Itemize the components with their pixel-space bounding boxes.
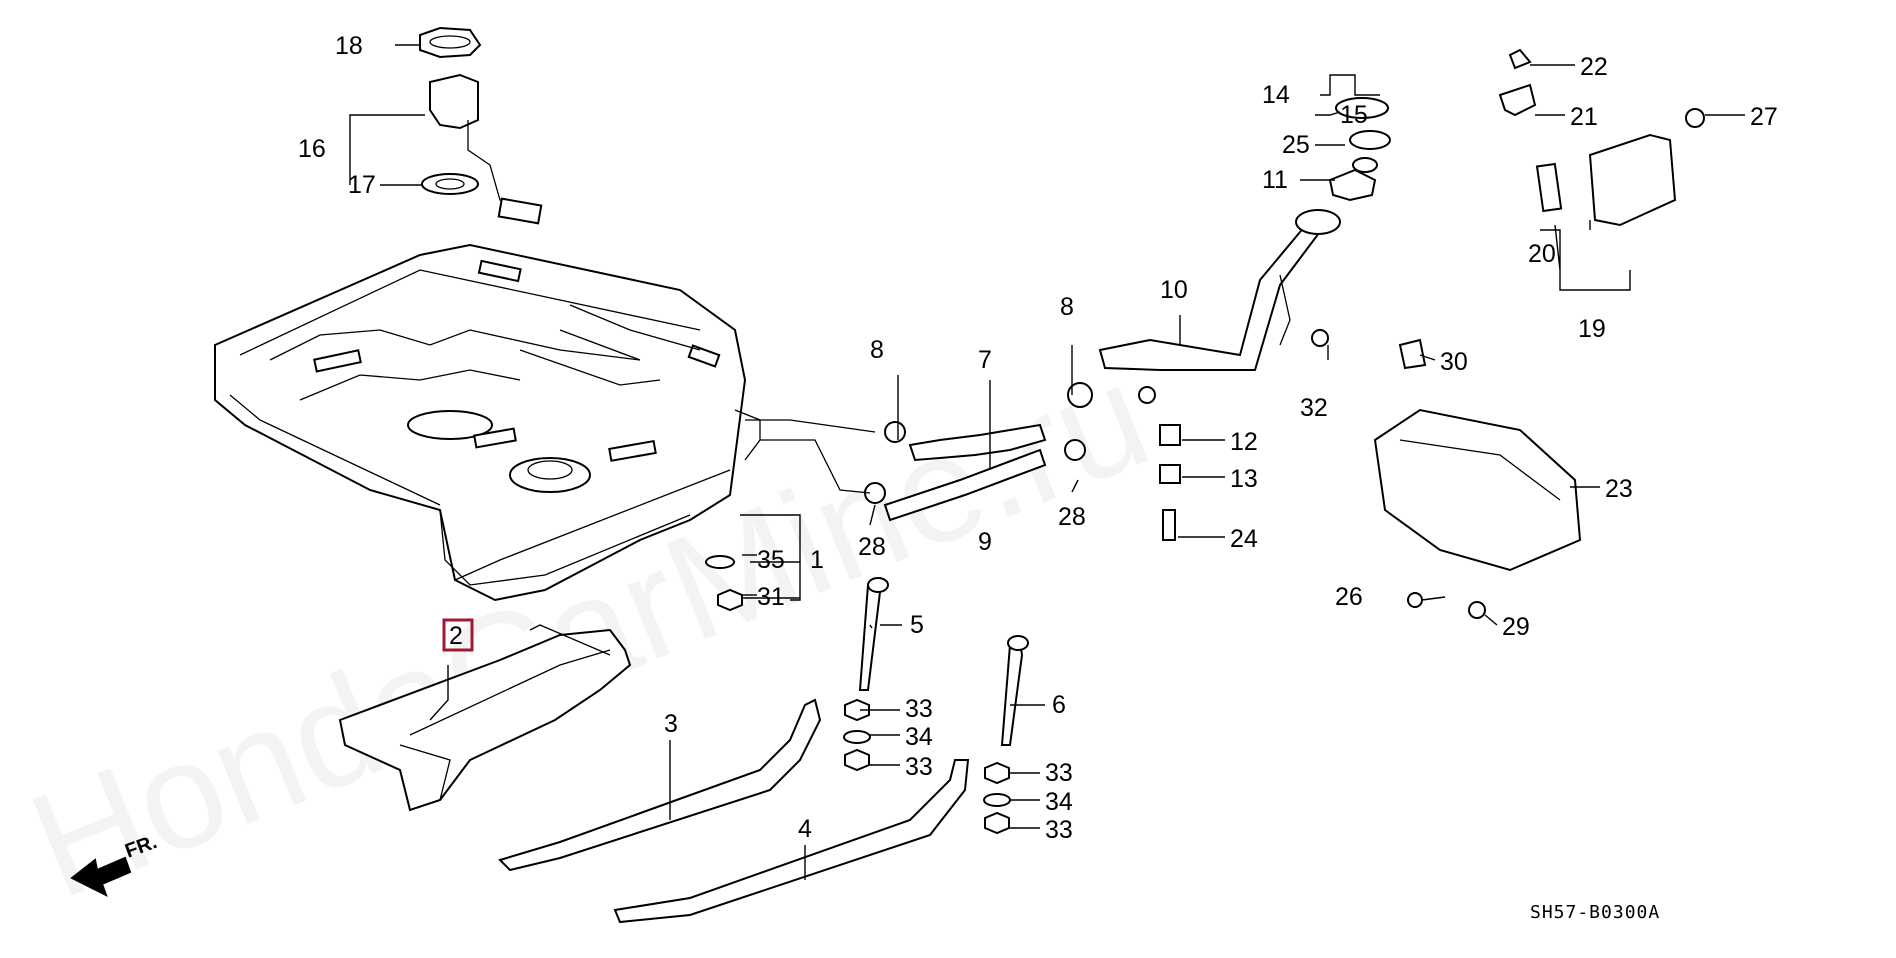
strap-bolt-6: [1000, 635, 1029, 746]
callout-33d: 33: [1045, 816, 1073, 844]
tank-strap-rear: [613, 759, 970, 924]
callout-5: 5: [910, 611, 924, 639]
callout-14: 14: [1262, 81, 1290, 109]
callout-2: 2: [449, 622, 463, 650]
heat-shield: [338, 624, 632, 812]
callout-6: 6: [1052, 691, 1066, 719]
diagram-code: SH57-B0300A: [1530, 902, 1660, 923]
callout-34b: 34: [1045, 788, 1073, 816]
callout-19: 19: [1578, 315, 1606, 343]
callout-11: 11: [1262, 166, 1288, 194]
filler-neck: [1098, 97, 1391, 404]
fuel-sender-unit: [419, 26, 543, 225]
leader-lines: [349, 44, 1745, 880]
nuts-and-washers: [705, 555, 1011, 835]
callout-18: 18: [335, 32, 363, 60]
callout-15: 15: [1340, 101, 1368, 129]
fuel-tank: [214, 243, 761, 602]
callout-16: 16: [298, 135, 326, 163]
callout-20: 20: [1528, 240, 1556, 268]
callout-29: 29: [1502, 613, 1530, 641]
tank-strap-front: [498, 698, 822, 872]
callout-30: 30: [1440, 348, 1468, 376]
callout-23: 23: [1605, 475, 1633, 503]
callout-4: 4: [798, 815, 812, 843]
callout-33b: 33: [905, 753, 933, 781]
callout-33c: 33: [1045, 759, 1073, 787]
callout-27: 27: [1750, 103, 1778, 131]
callout-9: 9: [978, 528, 992, 556]
highlight-box: [442, 618, 474, 652]
callout-26: 26: [1335, 583, 1363, 611]
callout-17: 17: [348, 171, 376, 199]
callout-24: 24: [1230, 525, 1258, 553]
callout-8a: 8: [870, 336, 884, 364]
callout-12: 12: [1230, 428, 1258, 456]
callout-8b: 8: [1060, 293, 1074, 321]
callout-32: 32: [1300, 394, 1328, 422]
callout-1: 1: [810, 546, 824, 574]
callout-28a: 28: [858, 533, 886, 561]
misc-fasteners: [1159, 329, 1582, 619]
callout-labels: 18 16 17 35 1 31 2 5 6 3 4 33 34 33 33 3…: [298, 32, 1778, 844]
callout-7: 7: [978, 346, 992, 374]
strap-bolt-5: [858, 577, 889, 691]
callout-28b: 28: [1058, 503, 1086, 531]
callout-3: 3: [664, 710, 678, 738]
callout-21: 21: [1570, 103, 1598, 131]
callout-34a: 34: [905, 723, 933, 751]
callout-22: 22: [1580, 53, 1608, 81]
callout-25: 25: [1282, 131, 1310, 159]
fuel-hoses: [745, 382, 1093, 522]
callout-31: 31: [757, 583, 785, 611]
fuel-lid: [1498, 48, 1705, 227]
callout-33a: 33: [905, 695, 933, 723]
callout-10: 10: [1160, 276, 1188, 304]
callout-35: 35: [757, 546, 785, 574]
callout-13: 13: [1230, 465, 1258, 493]
